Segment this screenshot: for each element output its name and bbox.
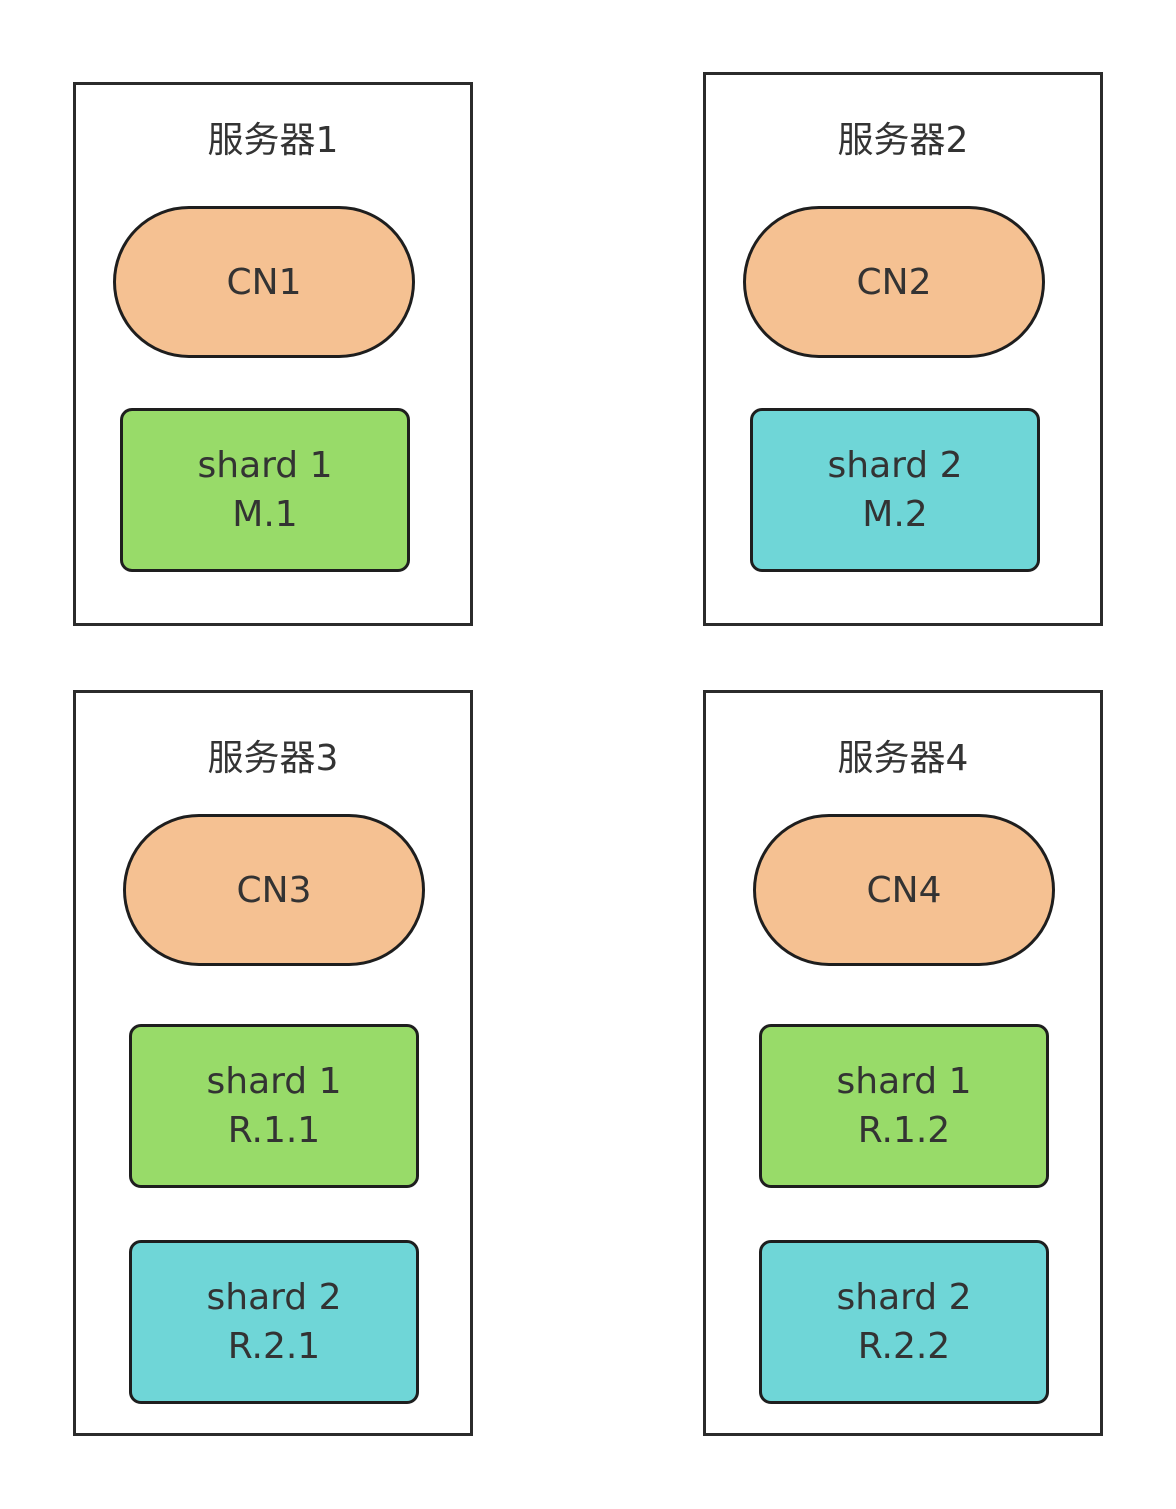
server-4-shard-1: shard 1 R.1.2 — [759, 1024, 1049, 1188]
server-1-box: 服务器1 CN1 shard 1 M.1 — [73, 82, 473, 626]
server-1-title: 服务器1 — [207, 120, 339, 161]
server-1-shard-1: shard 1 M.1 — [120, 408, 410, 572]
server-3-shard-1: shard 1 R.1.1 — [129, 1024, 419, 1188]
server-2-title: 服务器2 — [837, 120, 969, 161]
shard-role: M.2 — [862, 494, 928, 535]
shard-role: M.1 — [232, 494, 298, 535]
shard-role: R.2.1 — [227, 1326, 321, 1367]
cn-1-node: CN1 — [113, 206, 415, 358]
shard-role: R.2.2 — [857, 1326, 951, 1367]
shard-role: R.1.1 — [227, 1110, 321, 1151]
server-4-shard-2: shard 2 R.2.2 — [759, 1240, 1049, 1404]
shard-name: shard 1 — [197, 445, 333, 486]
server-3-title: 服务器3 — [207, 738, 339, 779]
shard-name: shard 2 — [206, 1277, 342, 1318]
server-2-box: 服务器2 CN2 shard 2 M.2 — [703, 72, 1103, 626]
shard-name: shard 2 — [827, 445, 963, 486]
server-4-title: 服务器4 — [837, 738, 969, 779]
server-3-box: 服务器3 CN3 shard 1 R.1.1 shard 2 R.2.1 — [73, 690, 473, 1436]
shard-name: shard 2 — [836, 1277, 972, 1318]
server-4-box: 服务器4 CN4 shard 1 R.1.2 shard 2 R.2.2 — [703, 690, 1103, 1436]
shard-name: shard 1 — [206, 1061, 342, 1102]
cn-2-node: CN2 — [743, 206, 1045, 358]
shard-role: R.1.2 — [857, 1110, 951, 1151]
server-2-shard-1: shard 2 M.2 — [750, 408, 1040, 572]
cn-4-node: CN4 — [753, 814, 1055, 966]
server-3-shard-2: shard 2 R.2.1 — [129, 1240, 419, 1404]
shard-name: shard 1 — [836, 1061, 972, 1102]
cn-3-node: CN3 — [123, 814, 425, 966]
